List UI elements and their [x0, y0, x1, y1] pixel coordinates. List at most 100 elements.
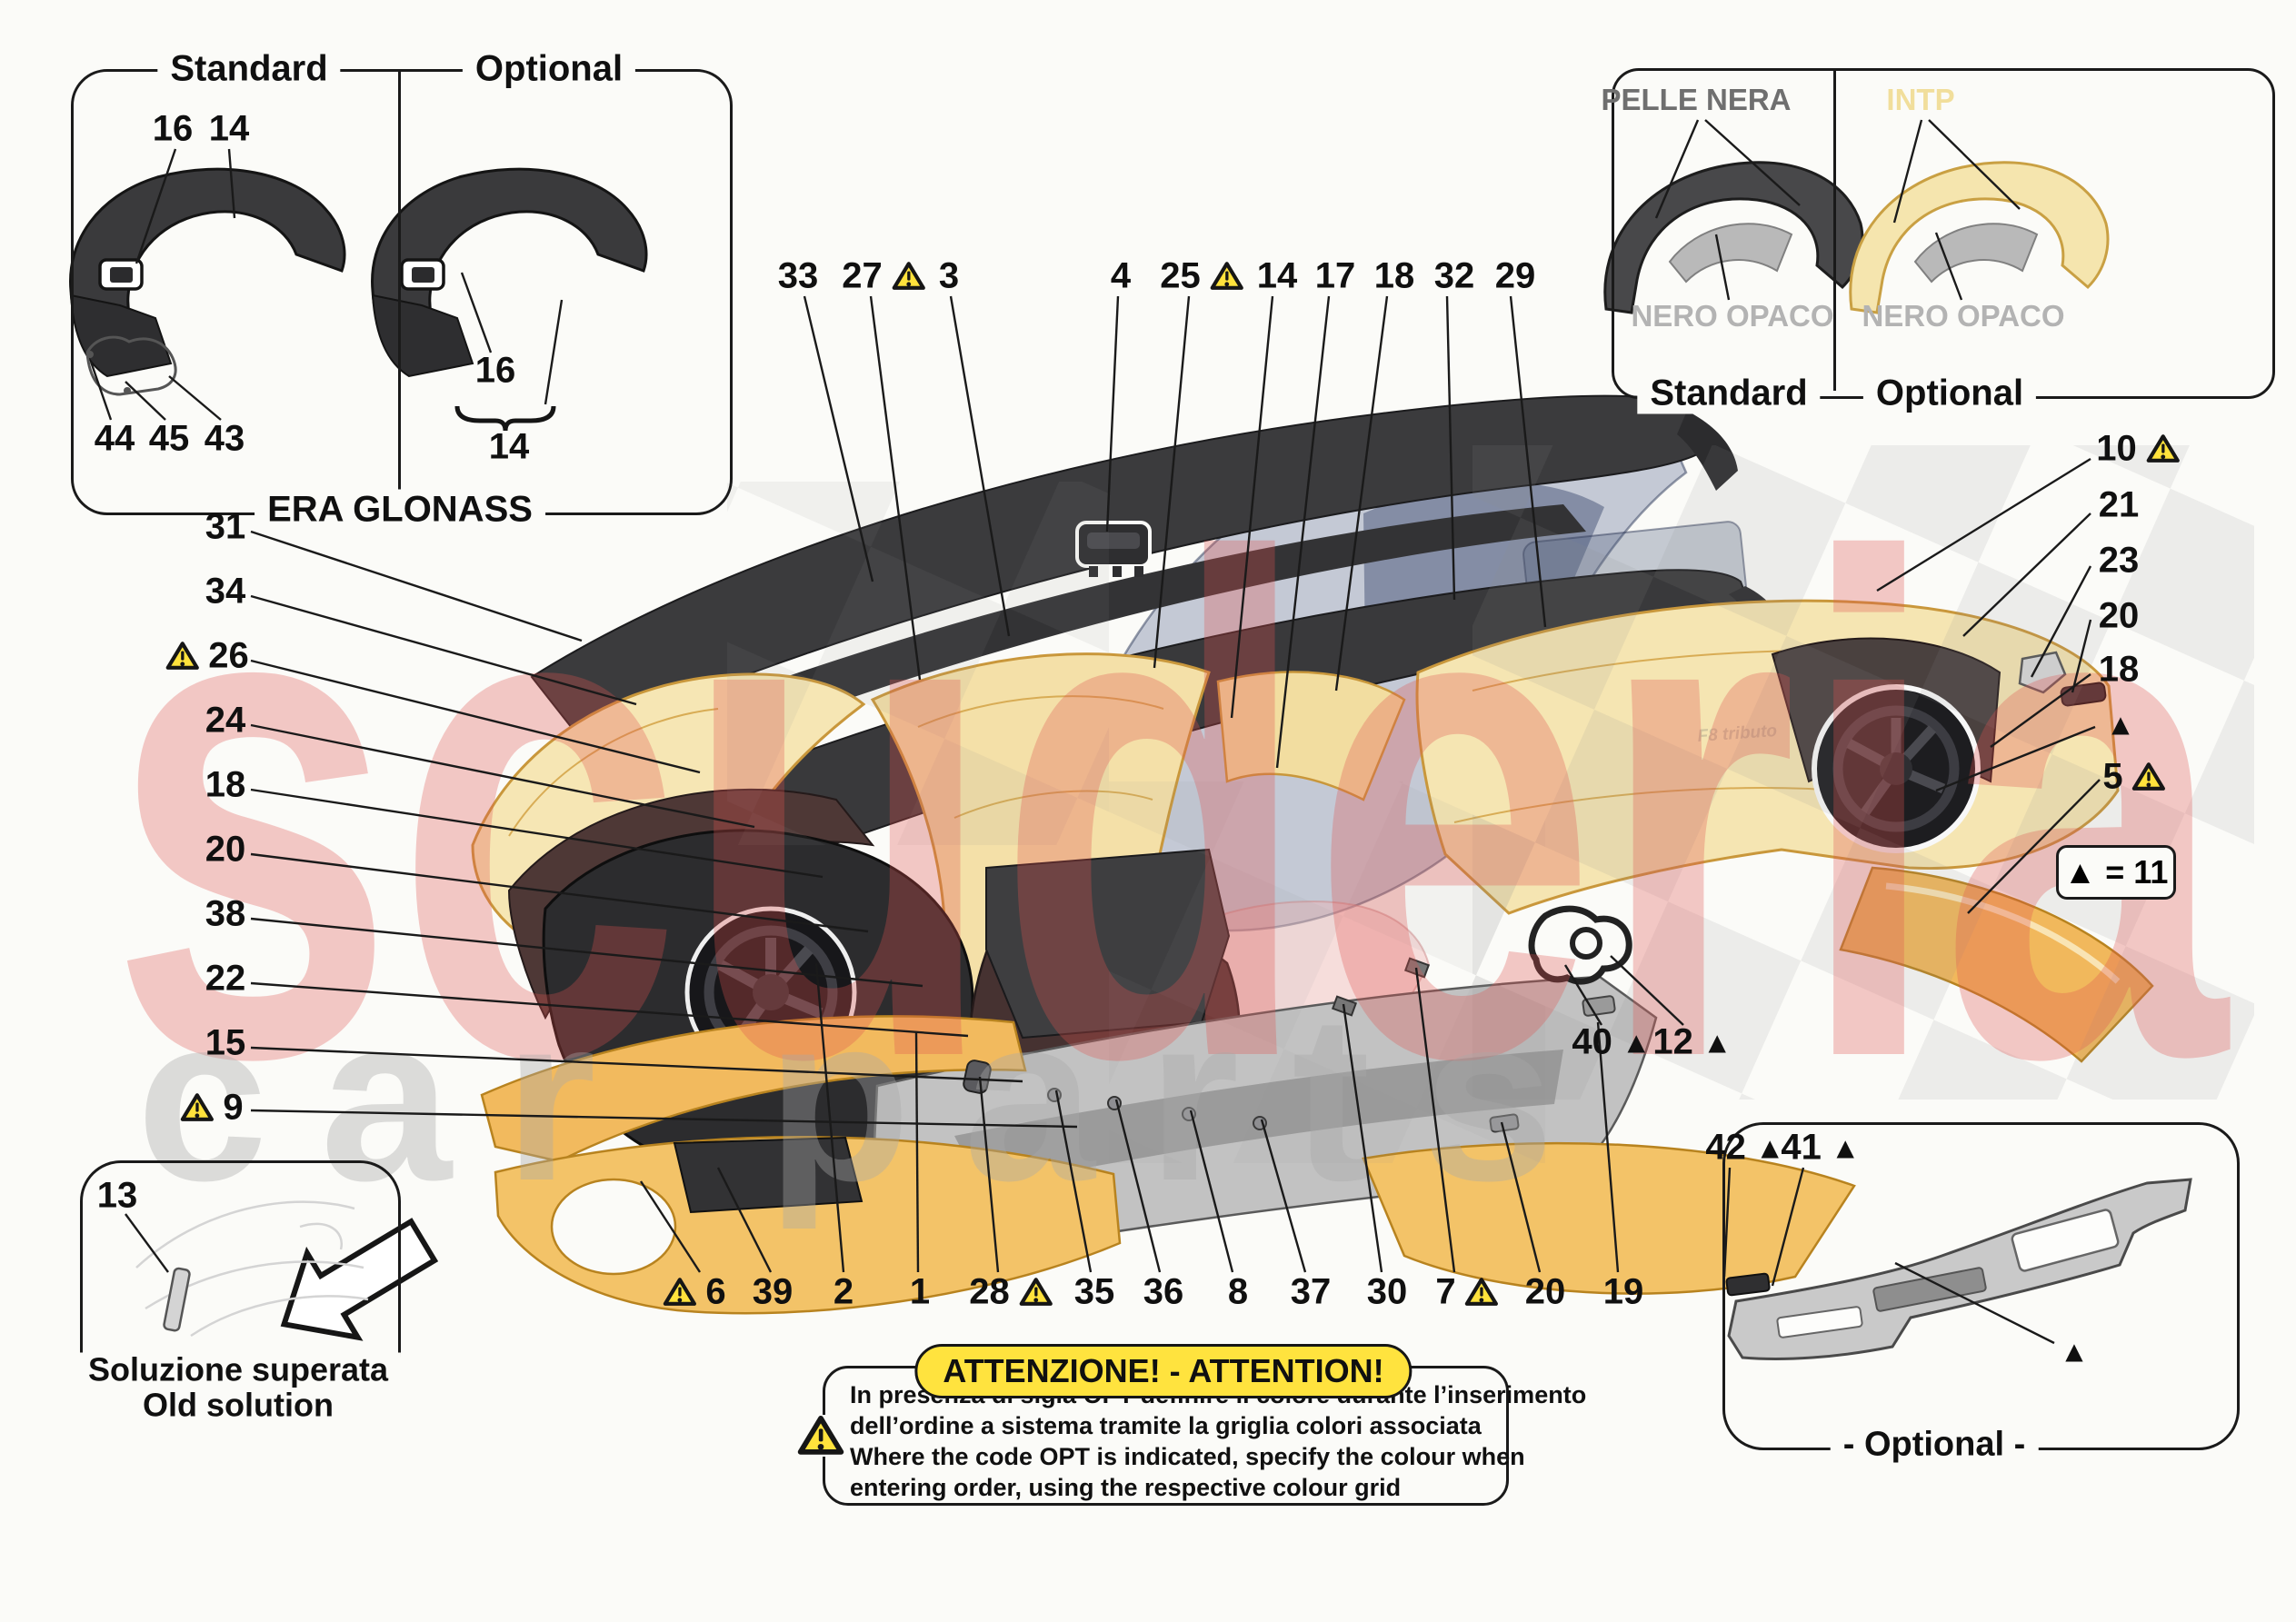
callout-33: 33	[778, 256, 819, 297]
inset-shell-optional	[1849, 161, 2110, 314]
triangle-icon: ▲	[1754, 1130, 1785, 1165]
leader-line	[1771, 1167, 1805, 1287]
leader-line	[1704, 119, 1801, 206]
caption-optional-right-box: Optional	[1862, 373, 2037, 414]
callout-16: 16	[153, 109, 194, 150]
callout-15: 15	[205, 1023, 246, 1064]
callout-20: 20	[1525, 1272, 1566, 1313]
watermark-text-1: scuderia	[109, 413, 2231, 1205]
leader-line	[1414, 967, 1456, 1273]
callout-14: 14	[1257, 256, 1298, 297]
attention-line-2: dell’ordine a sistema tramite la griglia…	[850, 1412, 1482, 1439]
triangle-icon: ▲	[2105, 707, 2136, 741]
leader-line	[250, 1109, 1078, 1129]
label-nero-opaco-left: NERO OPACO	[1631, 299, 1834, 333]
callout-number: 43	[204, 418, 245, 459]
leader-line	[1500, 1121, 1542, 1273]
callout-8: 8	[1228, 1272, 1248, 1313]
callout-4: 4	[1111, 256, 1131, 297]
leader-line	[250, 1046, 1023, 1083]
callout-number: 14	[208, 108, 250, 149]
attention-line-3: Where the code OPT is indicated, specify…	[850, 1443, 1525, 1470]
callout-number: 23	[2098, 540, 2140, 581]
leader-line	[1342, 1003, 1383, 1273]
callout-43: 43	[205, 419, 245, 460]
leader-line	[2071, 619, 2092, 693]
callout-39: 39	[753, 1272, 794, 1313]
leader-line	[1990, 673, 2091, 748]
callout-number: 33	[777, 255, 819, 296]
leader-line	[1153, 295, 1191, 669]
callout-31: 31	[205, 507, 246, 548]
label-nero-opaco-right: NERO OPACO	[1862, 299, 2065, 333]
inset-console-optional	[371, 167, 648, 378]
warning-icon	[165, 642, 199, 670]
callout-29: 29	[1495, 256, 1536, 297]
callout-number: 4	[1110, 255, 1132, 296]
leader-line	[460, 272, 493, 353]
callout-35: 35	[1074, 1272, 1115, 1313]
callout-number: 24	[205, 700, 246, 741]
warning-icon	[892, 262, 925, 290]
leader-line	[1114, 1099, 1162, 1273]
callout-36: 36	[1143, 1272, 1184, 1313]
callout-number: 20	[205, 829, 246, 870]
attention-line-4: entering order, using the respective col…	[850, 1474, 1402, 1501]
leader-line	[1894, 1261, 2055, 1345]
callout-38: 38	[205, 894, 246, 935]
callout-26: 26	[165, 636, 249, 677]
callout-number: 26	[208, 635, 249, 676]
callout-number: 5	[2102, 756, 2123, 797]
leader-line	[1610, 955, 1684, 1026]
callout-number: 29	[1494, 255, 1536, 296]
leader-line	[250, 852, 869, 933]
callout-number: 6	[705, 1271, 726, 1312]
triangle-marker: ▲	[2106, 710, 2136, 740]
callout-18: 18	[205, 765, 246, 806]
callout-27: 27	[842, 256, 925, 297]
callout-2: 2	[834, 1272, 854, 1313]
triangle-legend-label: ▲ = 11	[2063, 853, 2169, 891]
callout-1: 1	[910, 1272, 930, 1313]
callout-32: 32	[1434, 256, 1475, 297]
leader-line	[1892, 119, 1923, 224]
callout-13: 13	[97, 1176, 138, 1217]
callout-number: 1	[909, 1271, 931, 1312]
warning-icon	[1019, 1278, 1053, 1306]
callout-14: 14	[489, 427, 530, 468]
warning-icon	[2132, 762, 2166, 791]
label-intp: INTP	[1886, 83, 1955, 116]
callout-number: 14	[488, 426, 530, 467]
callout-20: 20	[2099, 596, 2140, 637]
leader-line	[250, 917, 923, 988]
leader-line	[125, 381, 166, 421]
warning-icon	[1465, 1278, 1499, 1306]
callout-14: 14	[209, 109, 250, 150]
leader-line	[250, 981, 969, 1038]
warning-icon	[663, 1278, 696, 1306]
leader-line	[1876, 457, 2091, 592]
callout-28: 28	[969, 1272, 1053, 1313]
callout-number: 41	[1781, 1127, 1822, 1168]
callout-3: 3	[939, 256, 959, 297]
callout-number: 28	[969, 1271, 1010, 1312]
callout-number: 10	[2096, 428, 2137, 469]
caption-old-solution-line1: Soluzione superata	[87, 1350, 389, 1388]
triangle-icon: ▲	[2059, 1334, 2090, 1368]
leader-line	[250, 788, 824, 879]
leader-line	[1722, 1167, 1732, 1278]
callout-number: 13	[96, 1175, 138, 1216]
caption-optional-bottom-box: - Optional -	[1830, 1425, 2039, 1465]
callout-40: 40▲	[1572, 1022, 1651, 1063]
callout-6: 6	[663, 1271, 726, 1313]
triangle-marker: ▲	[2060, 1337, 2090, 1367]
leader-line	[1260, 1119, 1307, 1273]
caption-optional: Optional	[462, 48, 636, 90]
callout-number: 38	[205, 893, 246, 934]
caption-old-solution: Soluzione superata Old solution	[75, 1350, 402, 1423]
leader-line	[544, 299, 564, 405]
leader-line	[1334, 295, 1389, 692]
callout-number: 32	[1433, 255, 1475, 296]
leader-line	[639, 1180, 702, 1273]
